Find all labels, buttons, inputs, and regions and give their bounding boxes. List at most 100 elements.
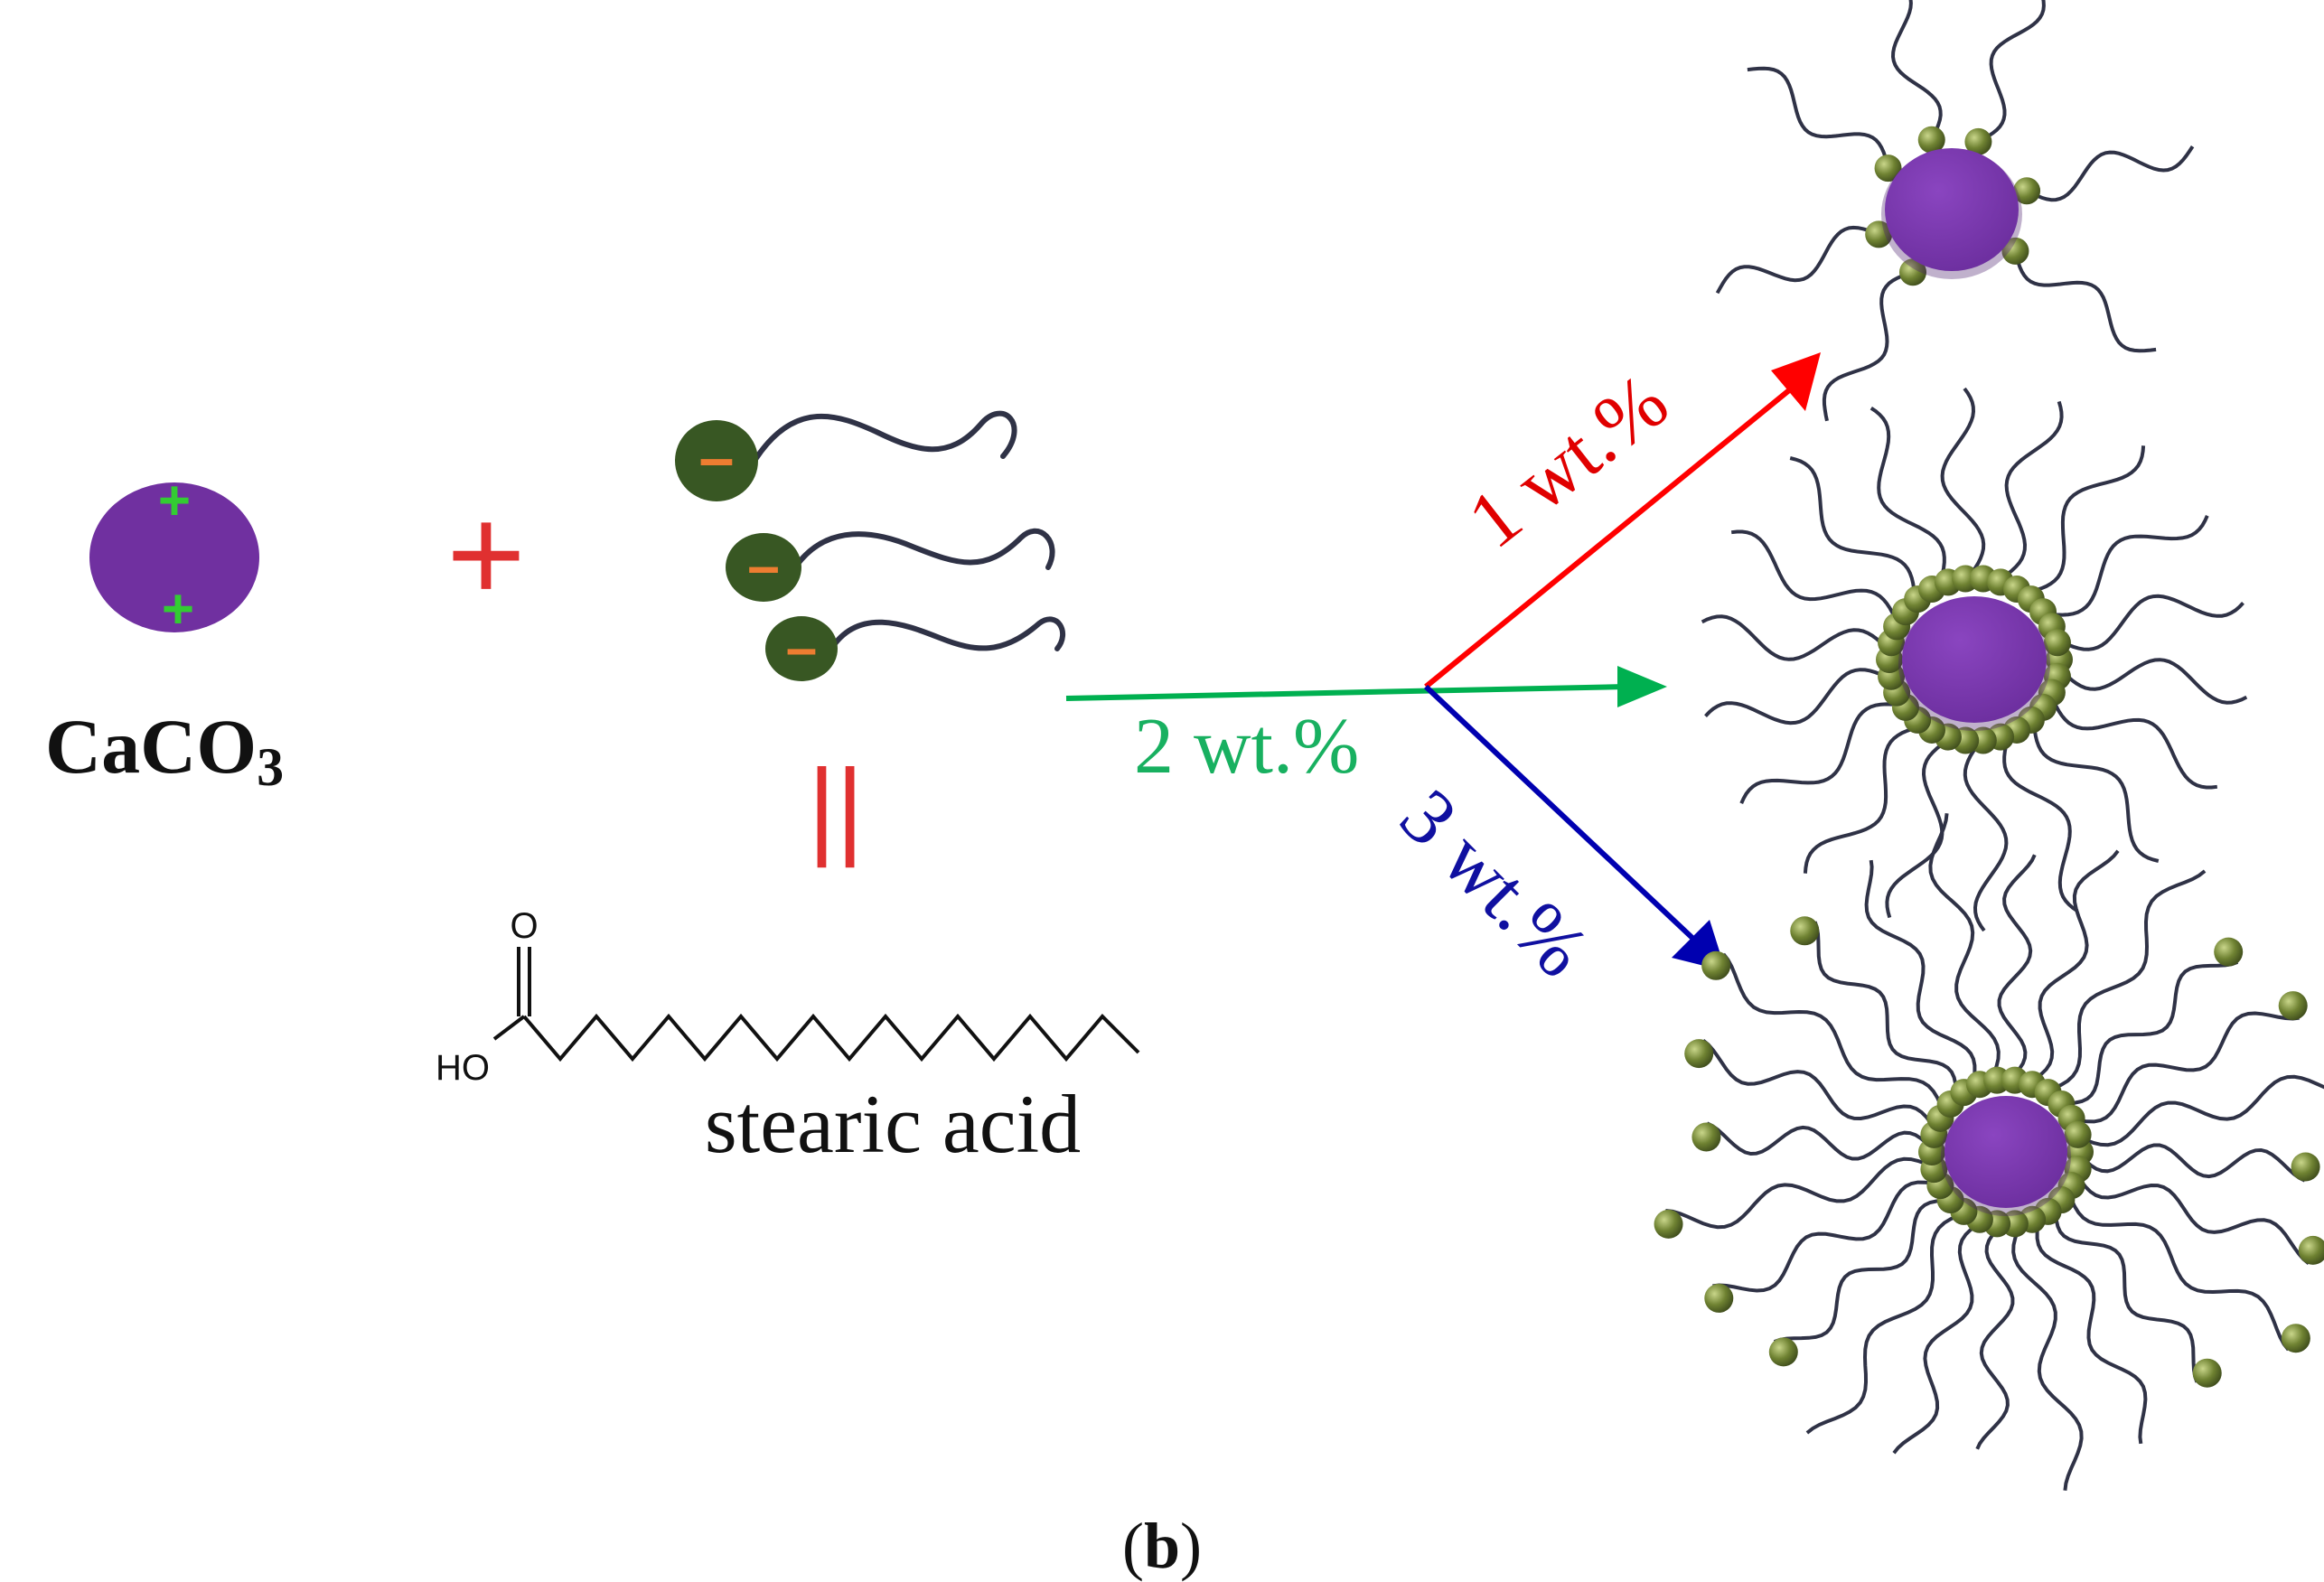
path-3-label: 3 wt.% [1383, 773, 1605, 995]
head-charge-1: – [699, 422, 735, 492]
product-2-chain [2056, 594, 2244, 651]
arrow-1-line [1424, 388, 1791, 689]
product-2-chain [1803, 724, 1926, 874]
product-3-chain [2054, 1205, 2199, 1383]
product-3-chain [1892, 1219, 1984, 1455]
head-charge-3: – [786, 617, 817, 679]
product-3-chain [2060, 960, 2239, 1106]
surfactant-heads: – – – [675, 420, 838, 681]
product-1-head-bead [1865, 220, 1893, 248]
acid-ho-bond [492, 1015, 526, 1041]
product-1-head-bead [1964, 127, 1992, 155]
product-3-outer-head-bead [2298, 1235, 2324, 1265]
product-1-head-bead [2013, 177, 2041, 205]
product-1-head-bead [1899, 258, 1926, 286]
product-2-chain [2044, 514, 2209, 617]
product-3-chain [1928, 813, 2001, 1082]
caco3-particle-icon: + + [89, 470, 259, 641]
particle-core [1902, 596, 2047, 723]
product-2-chain [1789, 456, 1917, 602]
product-3-inner-head-bead [2064, 1120, 2092, 1148]
acid-chain [522, 1013, 1140, 1062]
product-2-chain [2023, 445, 2146, 595]
product-1-head-bead [1917, 126, 1945, 154]
product-2-chain [1701, 614, 1891, 661]
product-3-outer-head-bead [1654, 1209, 1683, 1239]
product-monolayer-coated-particle [1701, 387, 2248, 932]
figure-caption: (b) [1122, 1510, 1202, 1582]
product-3-chain [2045, 869, 2207, 1093]
equivalence-sign: || [808, 747, 864, 868]
product-1-chain [2013, 250, 2157, 353]
product-2-chain [2048, 694, 2218, 790]
surfactant-head-1 [675, 420, 758, 501]
product-2-chain [2057, 658, 2248, 705]
particle-charge-top: + [158, 470, 191, 532]
product-1-chain [1715, 225, 1879, 295]
product-2-head-bead [2043, 629, 2071, 657]
particle-core [1885, 148, 2019, 271]
product-3-outer-head-bead [1790, 916, 1820, 946]
product-3-chain [2075, 1173, 2310, 1265]
product-3-outer-head-bead [2192, 1358, 2222, 1388]
product-3-chain [1805, 1211, 1967, 1435]
product-3-outer-head-bead [1684, 1039, 1714, 1069]
path-1-label: 1 wt.% [1453, 358, 1684, 566]
product-3-chain [2078, 1143, 2306, 1183]
product-2-chain [1996, 400, 2064, 584]
particle-charge-bottom: + [162, 578, 194, 641]
product-2-chain [1739, 702, 1905, 805]
stearic-acid-structure [492, 947, 1140, 1062]
product-1-chain [1977, 0, 2046, 144]
head-charge-2: – [747, 533, 780, 598]
path-2-label: 2 wt.% [1134, 703, 1359, 791]
product-3-outer-head-bead [2281, 1324, 2310, 1353]
arrow-2-head [1617, 666, 1667, 707]
stearic-acid-label: stearic acid [705, 1078, 1081, 1170]
product-3-chain [2035, 1215, 2148, 1445]
product-1-chain [1822, 270, 1914, 422]
product-3-outer-head-bead [1691, 1122, 1721, 1152]
product-2-chain [1940, 387, 1986, 580]
product-1-chain [1890, 0, 1943, 141]
surfactant-tail-1 [752, 410, 1017, 463]
product-3-chain [1721, 952, 1945, 1114]
surfactant-head-2 [726, 533, 801, 602]
product-3-outer-head-bead [1768, 1337, 1798, 1367]
product-3-chain [2066, 1190, 2291, 1352]
product-3-chain [1997, 854, 2037, 1081]
surfactant-tail-3 [829, 616, 1065, 651]
product-3-outer-head-bead [2291, 1152, 2320, 1182]
product-2-chain [1704, 668, 1893, 725]
product-3-chain [1712, 1180, 1941, 1293]
product-sparse-coated-particle [1715, 0, 2195, 422]
product-3-chain [2028, 849, 2120, 1085]
product-3-chain [1813, 921, 1958, 1099]
acid-ho-label: HO [436, 1048, 490, 1088]
product-3-outer-head-bead [2214, 937, 2244, 967]
particle-core [1944, 1096, 2067, 1208]
plus-sign: + [446, 478, 526, 630]
surfactant-tail-2 [792, 529, 1055, 570]
product-3-chain [1701, 1039, 1937, 1131]
stearate-molecules [752, 410, 1065, 651]
product-3-chain [1665, 1156, 1935, 1230]
product-3-chain [1975, 1222, 2015, 1450]
product-2-chain [1870, 407, 1946, 586]
acid-oxygen-label: O [510, 906, 538, 946]
arrow-1-head [1771, 352, 1821, 411]
product-3-outer-head-bead [2278, 991, 2308, 1021]
product-1-head-bead [1874, 154, 1902, 183]
arrow-3-line [1423, 684, 1697, 942]
product-2-chain [2031, 717, 2160, 863]
arrow-2-line [1065, 684, 1627, 701]
product-3-outer-head-bead [1701, 950, 1731, 980]
product-3-chain [2077, 1074, 2324, 1147]
product-3-chain [1773, 1198, 1952, 1343]
product-3-chain [1706, 1121, 1934, 1161]
product-1-chain [1747, 66, 1890, 169]
surfactant-head-3 [765, 616, 838, 681]
product-3-chain [2071, 1011, 2300, 1124]
product-1-head-bead [2001, 237, 2029, 265]
product-3-chain [2011, 1222, 2084, 1491]
